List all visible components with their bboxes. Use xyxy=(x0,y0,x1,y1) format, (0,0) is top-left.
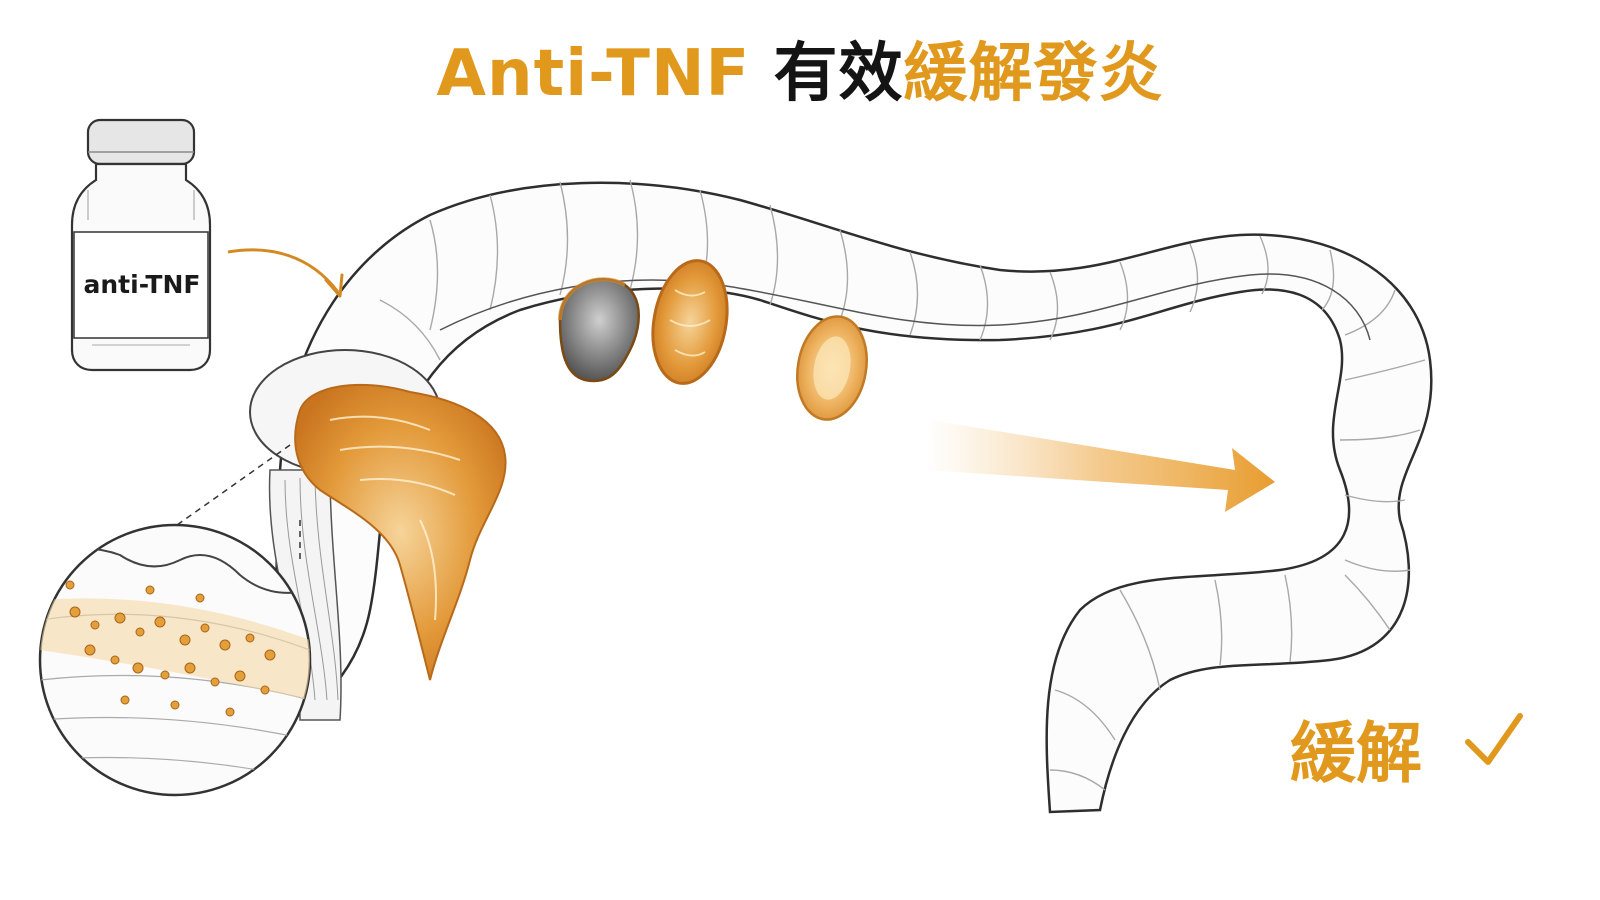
vial-icon xyxy=(70,118,212,372)
title-part-effective: 有效 xyxy=(773,37,904,111)
lesion-large-texture xyxy=(329,415,461,621)
colon-haustra xyxy=(339,179,1426,791)
vial-label: anti-TNF xyxy=(83,270,201,299)
drug-arrow-icon xyxy=(227,248,340,293)
lesion-ulcer xyxy=(558,277,640,383)
colon-outer-wall xyxy=(248,181,1433,814)
remission-text: 緩解 xyxy=(1290,715,1422,792)
checkmark-icon xyxy=(1465,713,1523,765)
title-part-relief: 緩解發炎 xyxy=(903,37,1164,111)
healing-arrow-icon xyxy=(925,420,1275,512)
magnifier-icon xyxy=(38,523,312,797)
cell-dots xyxy=(65,580,276,717)
colon xyxy=(248,179,1433,814)
remission-label: 緩解 xyxy=(1290,700,1422,796)
lesion-medium-texture xyxy=(669,289,711,357)
lesion-medium xyxy=(651,259,729,385)
page-title: Anti-TNF 有效緩解發炎 xyxy=(0,22,1600,114)
title-part-drug: Anti-TNF xyxy=(436,37,751,111)
magnifier-connector xyxy=(169,444,301,560)
